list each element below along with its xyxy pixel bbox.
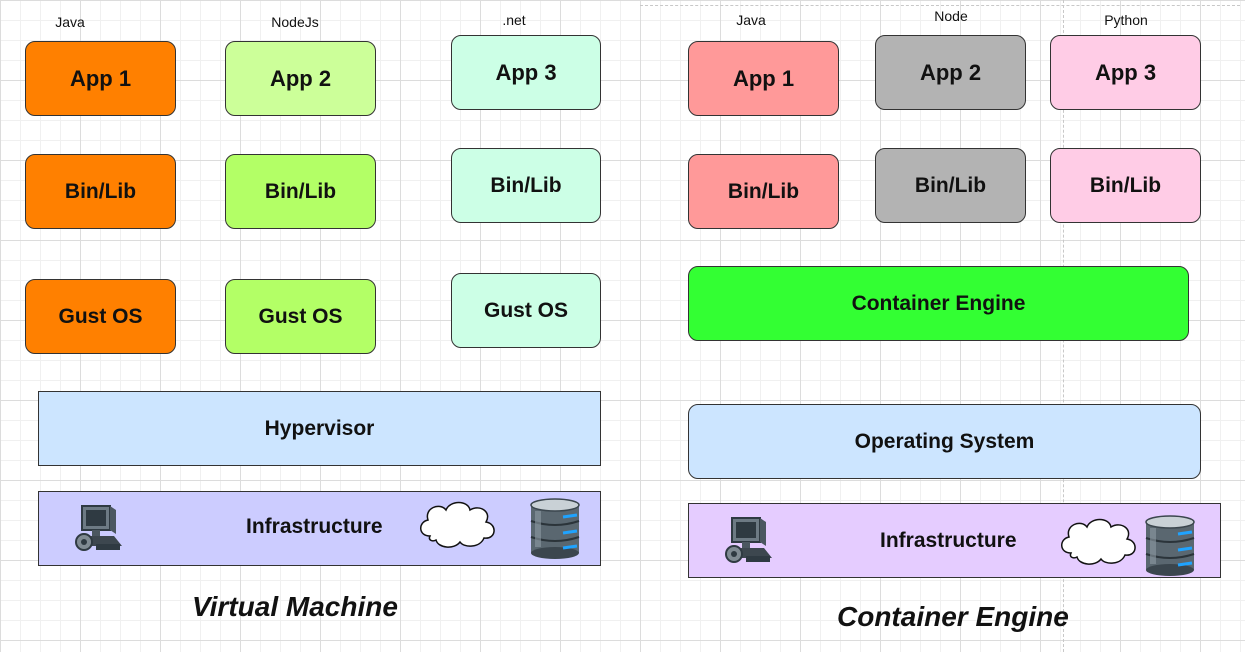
vm-lang-2: NodeJs xyxy=(271,14,319,30)
vm-app-2[interactable]: App 2 xyxy=(225,41,376,116)
vm-app-3[interactable]: App 3 xyxy=(451,35,601,110)
cloud-icon xyxy=(1061,518,1136,565)
vm-hypervisor[interactable]: Hypervisor xyxy=(38,391,601,466)
vm-guest-os-2[interactable]: Gust OS xyxy=(225,279,376,354)
vm-binlib-1[interactable]: Bin/Lib xyxy=(25,154,176,229)
vm-title: Virtual Machine xyxy=(192,591,398,622)
vm-binlib-2[interactable]: Bin/Lib xyxy=(225,154,376,229)
ce-operating-system[interactable]: Operating System xyxy=(688,404,1201,479)
ce-binlib-1[interactable]: Bin/Lib xyxy=(688,154,839,229)
vm-infrastructure-layer[interactable] xyxy=(38,491,601,566)
ce-lang-2: Node xyxy=(934,8,968,24)
vm-app-1[interactable]: App 1 xyxy=(25,41,176,116)
vm-lang-1: Java xyxy=(55,14,85,30)
ce-app-3[interactable]: App 3 xyxy=(1050,35,1201,110)
ce-binlib-2[interactable]: Bin/Lib xyxy=(875,148,1026,223)
ce-container-engine[interactable]: Container Engine xyxy=(688,266,1189,341)
database-icon xyxy=(1145,515,1195,576)
ce-title: Container Engine xyxy=(837,601,1069,632)
database-icon xyxy=(530,498,580,559)
ce-lang-1: Java xyxy=(736,12,766,28)
vm-guest-os-3[interactable]: Gust OS xyxy=(451,273,601,348)
vm-infrastructure-label: Infrastructure xyxy=(246,515,383,538)
vm-guest-os-1[interactable]: Gust OS xyxy=(25,279,176,354)
ce-lang-3: Python xyxy=(1104,12,1148,28)
ce-infrastructure-label: Infrastructure xyxy=(880,529,1017,552)
ce-app-1[interactable]: App 1 xyxy=(688,41,839,116)
computer-icon xyxy=(725,517,772,563)
guide-line-horizontal xyxy=(640,5,1240,6)
ce-app-2[interactable]: App 2 xyxy=(875,35,1026,110)
cloud-icon xyxy=(420,501,495,548)
vm-lang-3: .net xyxy=(502,12,526,28)
vm-binlib-3[interactable]: Bin/Lib xyxy=(451,148,601,223)
ce-binlib-3[interactable]: Bin/Lib xyxy=(1050,148,1201,223)
computer-icon xyxy=(75,505,122,551)
